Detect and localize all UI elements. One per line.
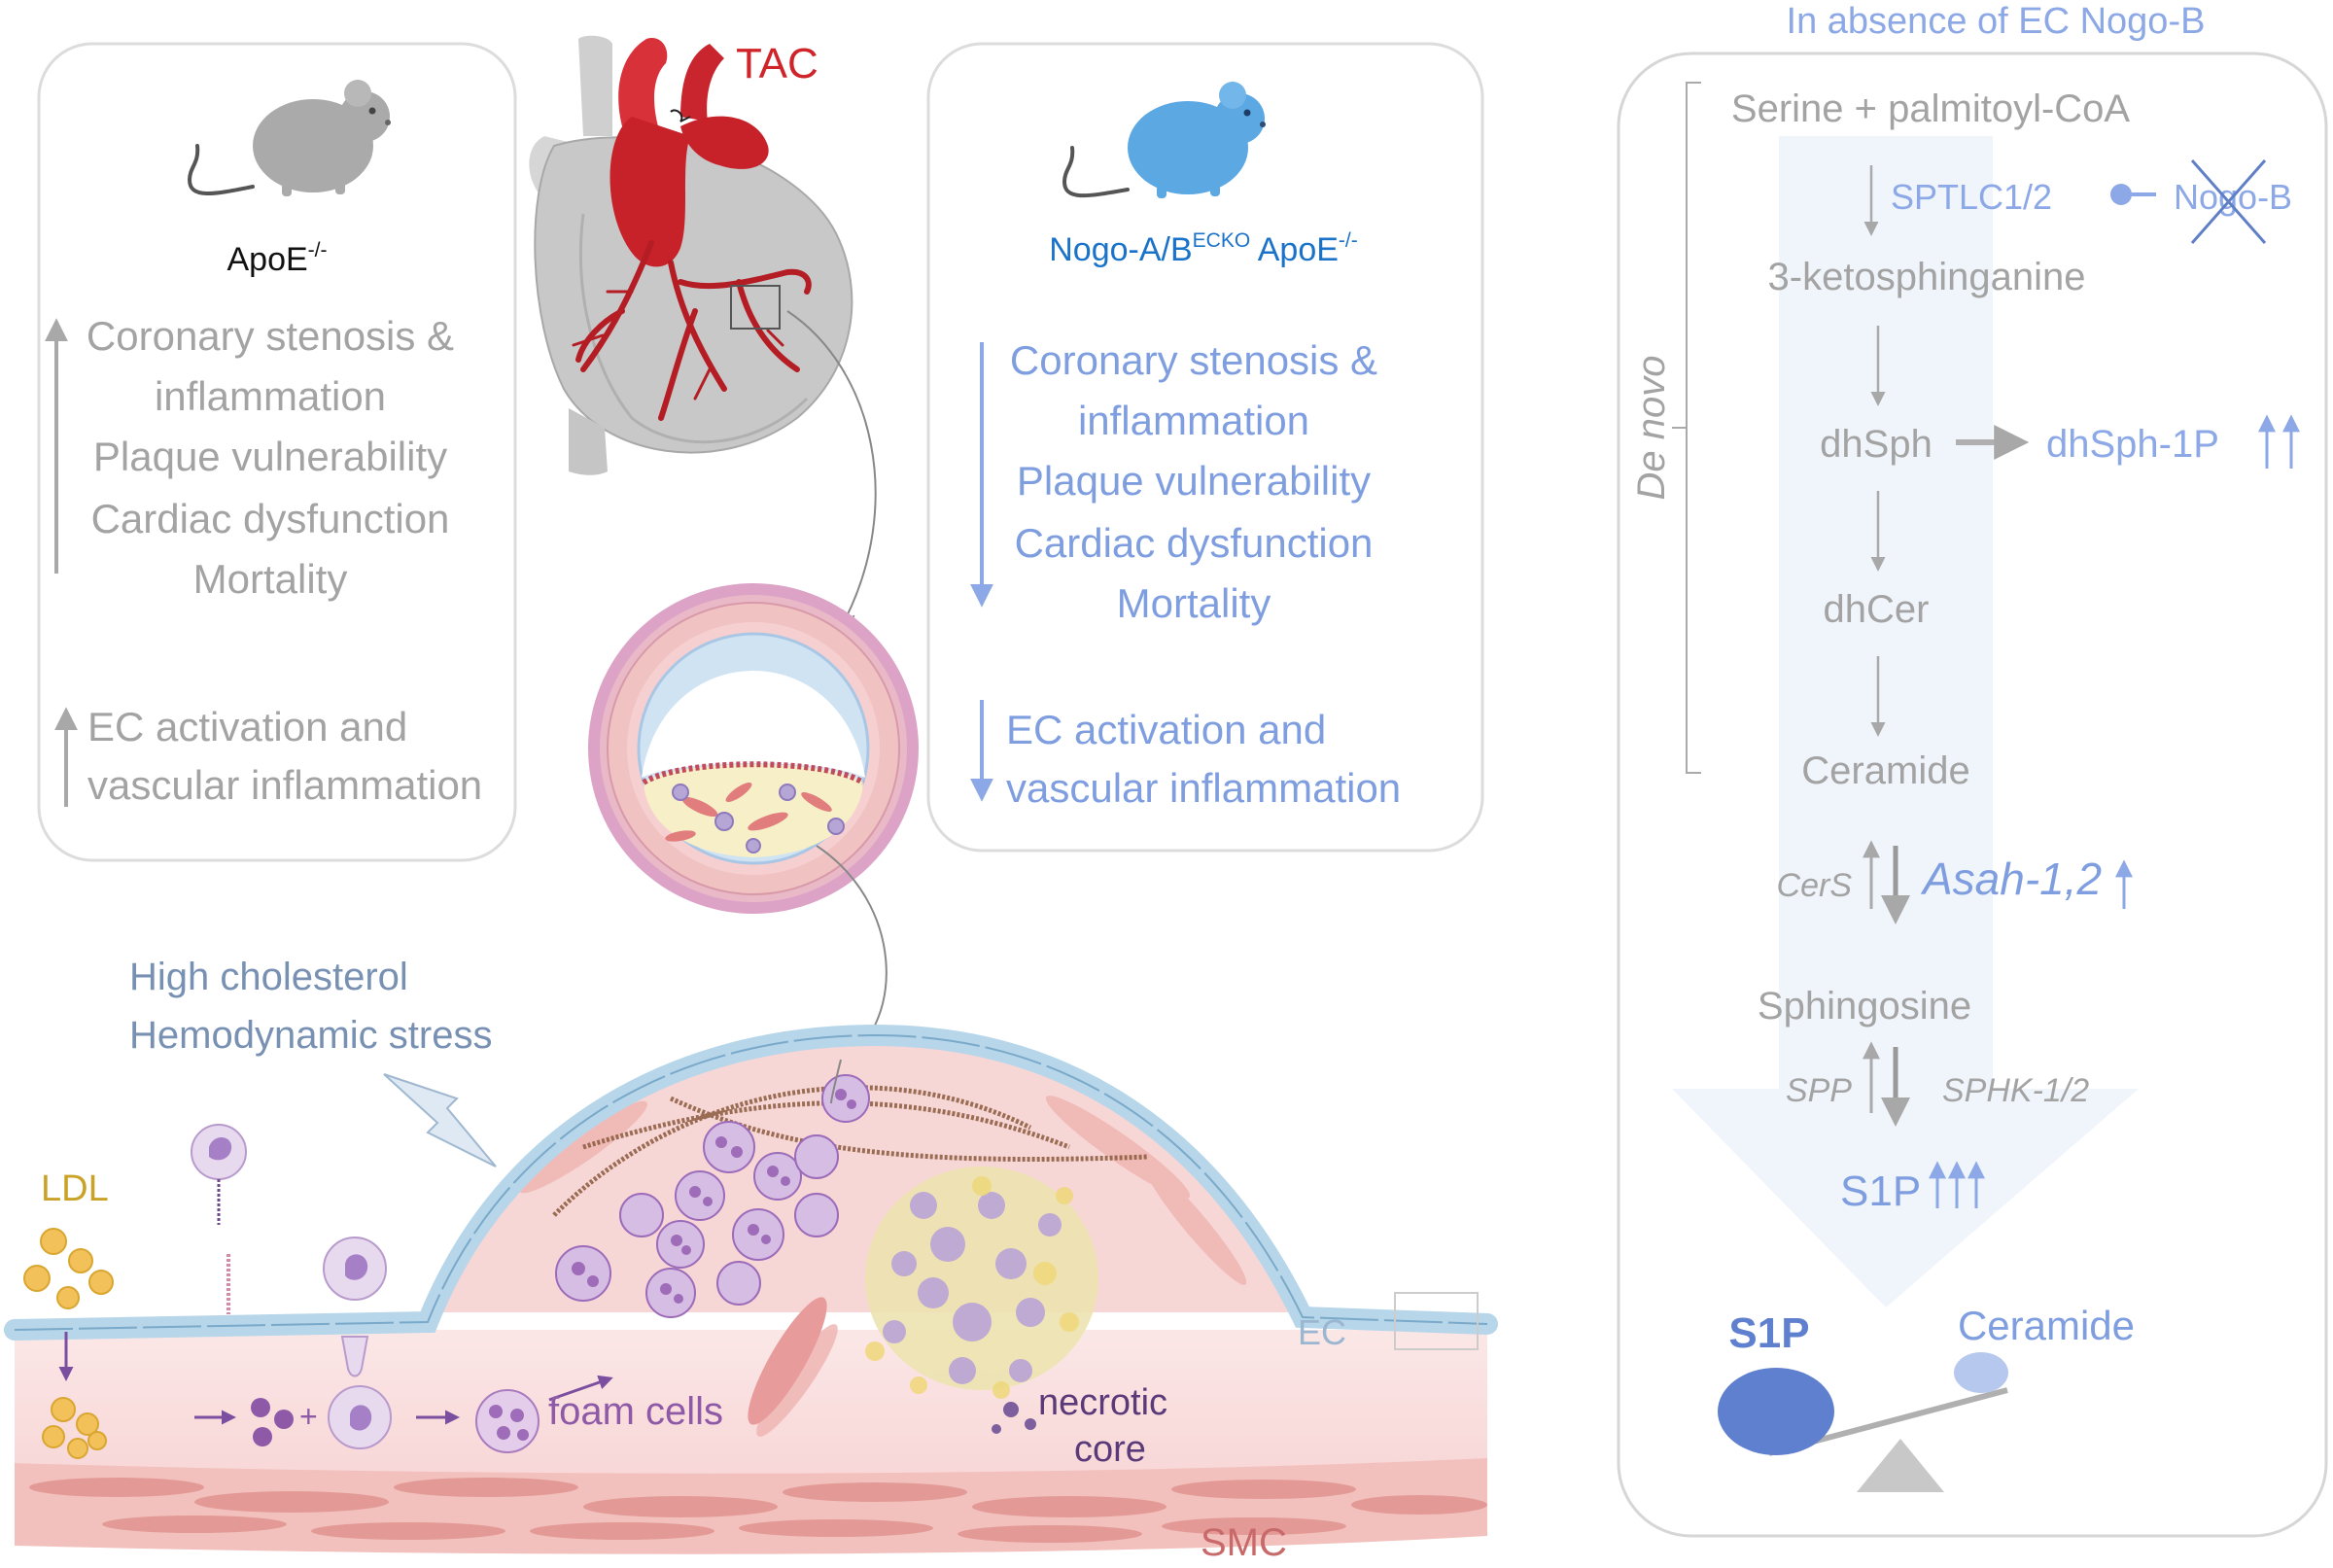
ldl-label: LDL <box>41 1168 109 1209</box>
transmigrating-monocyte <box>323 1237 387 1377</box>
control-panel: ApoE-/- Coronary stenosis & inflammation… <box>37 42 517 862</box>
rolling-monocyte <box>191 1124 247 1314</box>
serine-label: Serine + palmitoyl-CoA <box>1731 87 2130 130</box>
risk-factor-2: Hemodynamic stress <box>129 1014 492 1057</box>
risk-factor-1: High cholesterol <box>129 956 408 998</box>
s1p-up-arrows <box>1929 1161 1985 1208</box>
control-outcome-1: Coronary stenosis & <box>87 313 454 359</box>
artery-cross-section <box>588 583 919 914</box>
sptlc-label: SPTLC1/2 <box>1891 177 2052 217</box>
mouse-blue-icon <box>1062 82 1266 198</box>
necrotic-label-1: necrotic <box>1038 1382 1167 1423</box>
mouse-grey-icon <box>187 80 391 196</box>
knockout-outcome-1: Coronary stenosis & <box>1010 337 1377 383</box>
heart-zoom-box <box>730 285 781 330</box>
balance-fulcrum <box>1857 1439 1944 1492</box>
control-panel-box <box>37 42 517 862</box>
knockout-outcome-2: inflammation <box>1078 398 1309 443</box>
ketosphinganine-label: 3-ketosphinganine <box>1768 256 2086 298</box>
knockout-panel: Nogo-A/BECKO ApoE-/- Coronary stenosis &… <box>926 42 1484 853</box>
deleted-cross-icon <box>2190 159 2267 244</box>
dhsph-label: dhSph <box>1820 423 1933 466</box>
sphk-label: SPHK-1/2 <box>1942 1072 2089 1109</box>
spp-label: SPP <box>1786 1072 1852 1109</box>
inhibition-dot-icon <box>2110 184 2132 205</box>
knockout-outcome-5: Mortality <box>1117 580 1271 626</box>
pathway-title: In absence of EC Nogo-B <box>1787 1 2206 42</box>
control-outcome-2: inflammation <box>155 373 386 419</box>
knockout-ec-outcome-1: EC activation and <box>1006 707 1326 752</box>
tac-ligature-icon <box>670 109 691 122</box>
smc-layer <box>29 1478 1487 1543</box>
s1p-weight <box>1718 1368 1834 1455</box>
sphingosine-label: Sphingosine <box>1758 985 1971 1028</box>
dhsph1p-label: dhSph-1P <box>2046 423 2219 466</box>
zoom-arrow-heart-to-artery <box>786 310 877 622</box>
control-outcome-5: Mortality <box>193 556 348 602</box>
foam-cell-icon <box>475 1389 540 1453</box>
s1p-ceramide-balance <box>1718 1352 2008 1492</box>
control-genotype: ApoE-/- <box>226 239 327 278</box>
knockout-outcome-4: Cardiac dysfunction <box>1015 520 1374 566</box>
sphingolipid-pathway-panel: In absence of EC Nogo-B De novo Serine +… <box>1617 1 2328 1538</box>
pathway-flow-arrow <box>1672 136 2139 1307</box>
plaque-foam-cells <box>555 1074 870 1318</box>
necrotic-core-cluster <box>865 1167 1098 1434</box>
control-outcome-3: Plaque vulnerability <box>93 434 447 479</box>
balance-ceramide-label: Ceramide <box>1958 1303 2135 1348</box>
hemodynamic-stress-icon <box>383 1073 497 1167</box>
heart-illustration: TAC <box>529 35 853 475</box>
ec-label: EC <box>1298 1312 1346 1352</box>
control-outcome-4: Cardiac dysfunction <box>91 496 450 541</box>
ceramide-label: Ceramide <box>1801 749 1969 792</box>
migrating-smc <box>748 1297 827 1425</box>
de-novo-label: De novo <box>1630 356 1673 501</box>
balance-s1p-label: S1P <box>1728 1309 1809 1357</box>
asah-label: Asah-1,2 <box>1920 854 2102 904</box>
control-ec-outcome-2: vascular inflammation <box>87 762 482 808</box>
necrotic-label-2: core <box>1074 1429 1146 1470</box>
dhcer-label: dhCer <box>1824 588 1930 631</box>
ec-zoom-box <box>1394 1292 1479 1350</box>
ldl-particles <box>23 1228 114 1459</box>
smc-label: SMC <box>1201 1521 1287 1564</box>
control-ec-outcome-1: EC activation and <box>87 704 407 749</box>
plus-sign: + <box>299 1399 318 1434</box>
knockout-ec-outcome-2: vascular inflammation <box>1006 765 1401 811</box>
plaque-scene: + <box>4 1024 1498 1554</box>
cers-label: CerS <box>1777 867 1853 904</box>
knockout-panel-box <box>926 42 1484 853</box>
knockout-outcome-3: Plaque vulnerability <box>1017 458 1371 504</box>
dhsph1p-up-arrows <box>2258 414 2300 469</box>
foam-arrow <box>548 1375 613 1402</box>
s1p-label: S1P <box>1840 1167 1921 1215</box>
tac-label: TAC <box>736 40 818 87</box>
knockout-genotype: Nogo-A/BECKO ApoE-/- <box>1049 229 1358 268</box>
ceramide-weight <box>1954 1352 2008 1393</box>
foam-cells-label: foam cells <box>548 1390 723 1433</box>
